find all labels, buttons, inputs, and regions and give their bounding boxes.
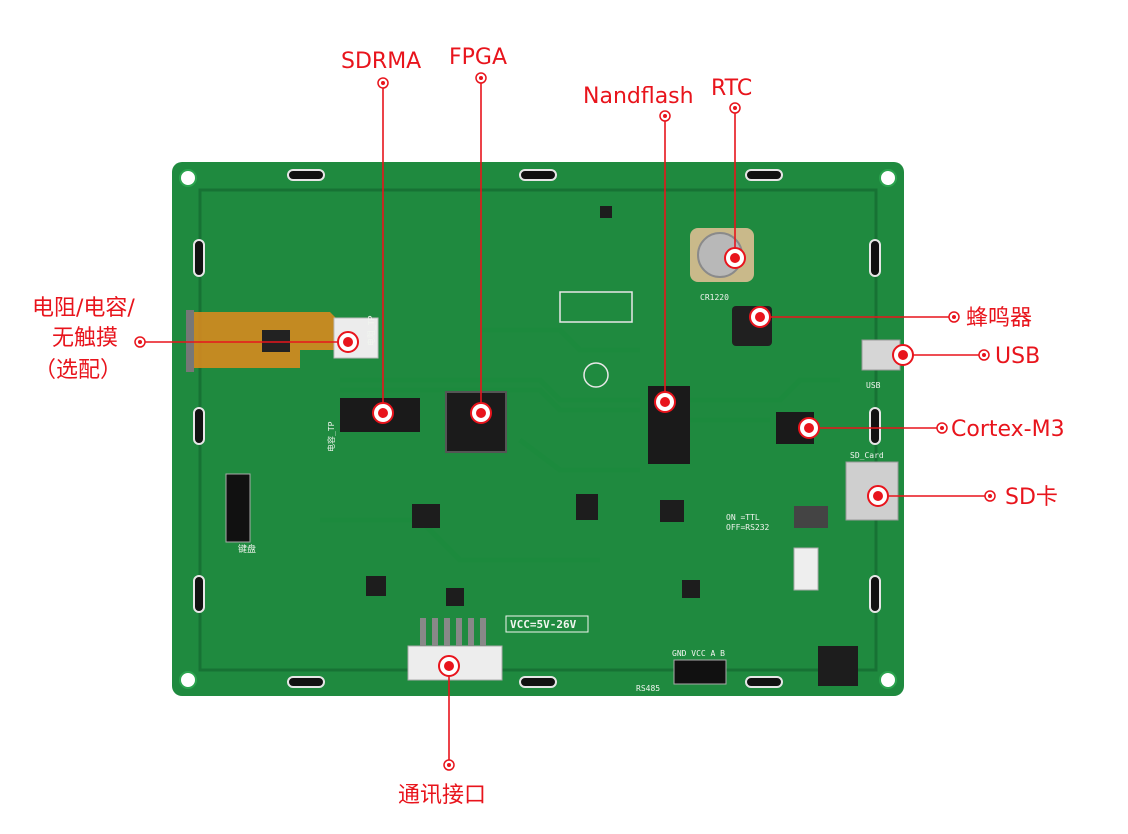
silk-ttl-off: OFF=RS232 — [726, 523, 770, 532]
label-cortex: Cortex-M3 — [951, 417, 1065, 442]
silk-tp-connector: 电阻_TP — [366, 315, 376, 346]
callout-fpga: FPGA — [449, 45, 507, 424]
silk-cr1220: CR1220 — [700, 293, 729, 302]
label-buzzer: 蜂鸣器 — [966, 306, 1032, 331]
callout-cortex: Cortex-M3 — [798, 417, 1065, 442]
callout-sdrma: SDRMA — [341, 49, 421, 424]
callout-touch: 电阻/电容/ 无触摸 （选配） — [32, 296, 359, 383]
silk-ttl-on: ON =TTL — [726, 513, 760, 522]
label-fpga: FPGA — [449, 45, 507, 70]
silk-rs485-pins: GND VCC A B — [672, 649, 725, 658]
silk-sd-card: SD_Card — [850, 451, 884, 460]
label-touch-line1: 电阻/电容/ — [32, 296, 135, 321]
label-touch-line2: 无触摸 — [52, 326, 118, 351]
silk-vcc: VCC=5V-26V — [510, 618, 577, 631]
silk-tp-connector2: 电容_TP — [326, 421, 336, 452]
label-sdcard: SD卡 — [1005, 485, 1058, 510]
callout-usb: USB — [892, 344, 1040, 369]
callout-buzzer: 蜂鸣器 — [749, 306, 1032, 331]
silk-usb: USB — [866, 381, 881, 390]
label-rtc: RTC — [711, 76, 752, 101]
label-usb: USB — [995, 344, 1040, 369]
callout-comm: 通讯接口 — [398, 655, 486, 808]
callout-nandflash: Nandflash — [583, 84, 694, 413]
silk-rs485: RS485 — [636, 684, 660, 693]
silk-keyboard: 键盘 — [238, 543, 256, 555]
label-touch-line3: （选配） — [34, 358, 122, 383]
callout-sdcard: SD卡 — [867, 485, 1058, 510]
label-nandflash: Nandflash — [583, 84, 694, 109]
callout-rtc: RTC — [711, 76, 752, 269]
label-sdrma: SDRMA — [341, 49, 421, 74]
label-comm: 通讯接口 — [398, 783, 486, 808]
pcb-board: VCC=5V-26V RS485 GND VCC A B ON =TTL OFF… — [172, 162, 904, 696]
